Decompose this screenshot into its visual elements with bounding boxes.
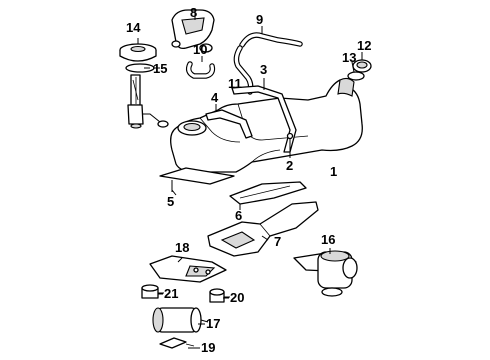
part-15-fuel-sender-unit: [125, 63, 169, 129]
part-4-tank-strap-front: [205, 104, 253, 139]
part-18-mount-bracket: [149, 255, 227, 283]
part-16-evap-canister: [293, 248, 358, 297]
callout-2: 2: [286, 158, 293, 173]
callout-11: 11: [228, 76, 242, 91]
part-19-filter-bracket: [159, 337, 195, 349]
callout-8: 8: [190, 5, 197, 20]
callout-5: 5: [167, 194, 174, 209]
callout-4: 4: [211, 90, 219, 105]
callout-20: 20: [230, 290, 244, 305]
part-17-fuel-filter: [152, 307, 209, 333]
part-1-fuel-tank: [170, 77, 363, 173]
callout-10: 10: [193, 42, 207, 57]
callout-9: 9: [256, 12, 263, 27]
part-21-mount-insulator: [141, 284, 164, 299]
callout-7: 7: [274, 234, 281, 249]
part-14-sender-cap: [119, 38, 157, 62]
callout-12: 12: [357, 38, 371, 53]
callout-17: 17: [206, 316, 220, 331]
callout-14: 14: [126, 20, 141, 35]
part-6-skid-plate: [229, 181, 307, 210]
part-9-vent-hose: [239, 26, 303, 48]
part-13-filler-gasket: [347, 61, 365, 81]
callout-1: 1: [330, 164, 337, 179]
callout-15: 15: [153, 61, 167, 76]
part-8-evap-tube-bracket: [171, 9, 215, 53]
part-20-mount-insulator: [209, 288, 230, 303]
part-3-tank-strap-rear: [231, 78, 297, 153]
callout-18: 18: [175, 240, 189, 255]
callout-16: 16: [321, 232, 335, 247]
part-2-strap-bolt: [286, 132, 294, 158]
callout-21: 21: [164, 286, 178, 301]
part-7-crossmember-shield: [207, 201, 319, 257]
callout-3: 3: [260, 62, 267, 77]
part-10-fuel-hose-u: [185, 56, 216, 79]
callout-13: 13: [342, 50, 356, 65]
callout-6: 6: [235, 208, 242, 223]
callout-19: 19: [201, 340, 215, 355]
